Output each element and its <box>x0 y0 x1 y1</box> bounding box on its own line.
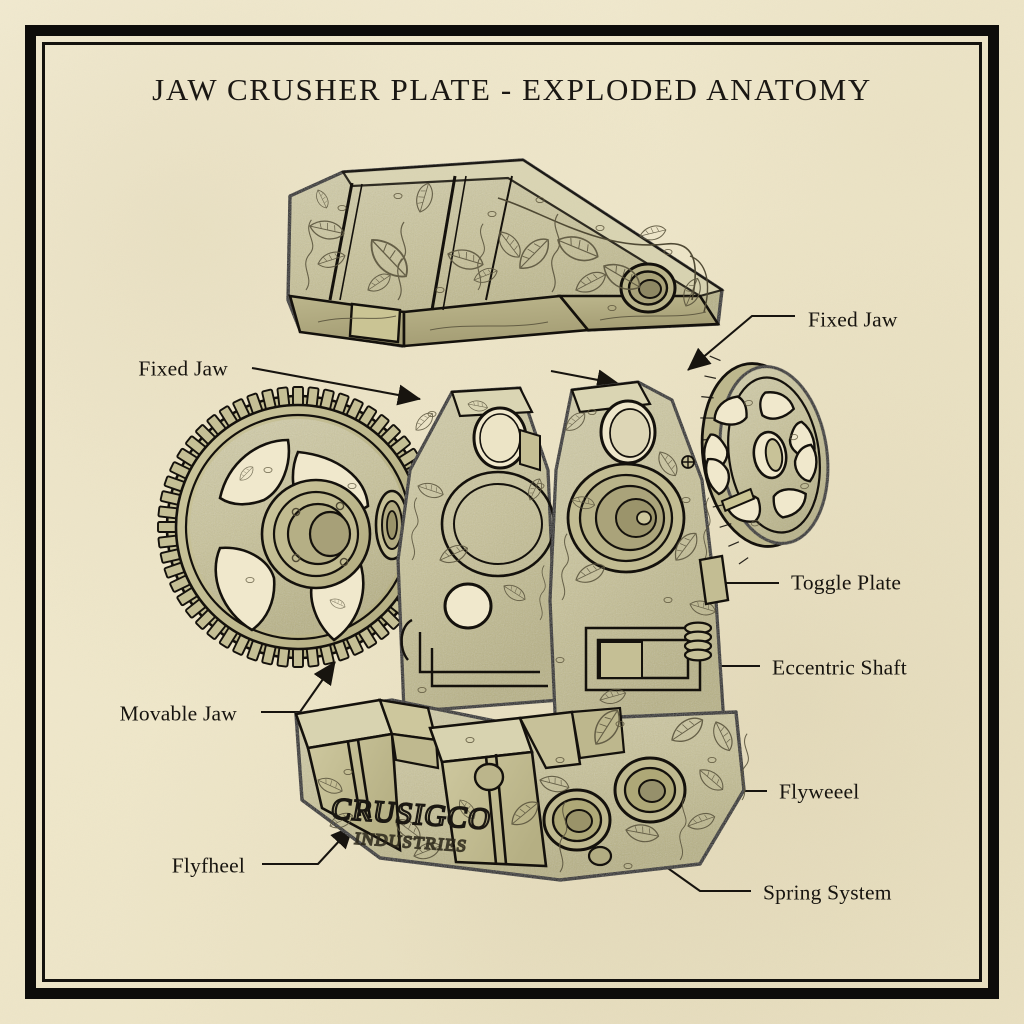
leader-movable-jaw <box>261 661 336 714</box>
leader-flyfheel <box>262 825 354 866</box>
part-upper-jaw-plate <box>286 158 725 348</box>
base-bearing-left <box>542 788 612 852</box>
label-fixed-jaw-right: Fixed Jaw <box>808 307 898 332</box>
label-spring-system: Spring System <box>763 880 892 905</box>
label-fixed-jaw-left: Fixed Jaw <box>138 356 228 381</box>
frame-bolt <box>681 455 695 469</box>
leader-center <box>550 369 621 391</box>
part-frame-left <box>396 386 562 714</box>
part-frame-right <box>548 380 726 738</box>
page-title: JAW CRUSHER PLATE - EXPLODED ANATOMY <box>152 72 872 107</box>
label-toggle-plate: Toggle Plate <box>791 570 902 595</box>
base-bearing-right <box>613 756 687 824</box>
label-eccentric-shaft: Eccentric Shaft <box>772 655 907 680</box>
label-flyfheel: Flyfheel <box>171 853 245 878</box>
upper-jaw-bearing <box>619 262 677 314</box>
part-flywheel-right <box>700 355 830 565</box>
label-flyweeel: Flyweeel <box>779 779 860 804</box>
right-frame-bearing <box>566 462 686 574</box>
spring-coil <box>683 621 713 662</box>
label-movable-jaw: Movable Jaw <box>119 701 237 726</box>
part-toggle-plate <box>698 554 730 606</box>
part-base-jaw: CRUSIGCO INDUSTRIES <box>294 698 749 882</box>
